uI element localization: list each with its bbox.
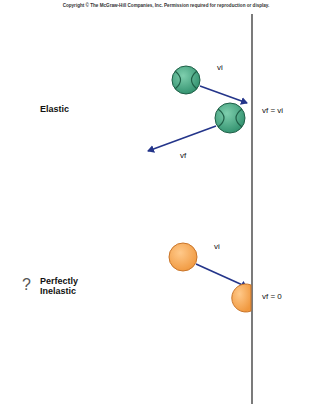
wall-line — [251, 14, 252, 404]
copyright-note: Copyright © The McGraw-Hill Companies, I… — [63, 3, 270, 8]
tennis-ball — [172, 66, 200, 94]
collision-type: Elastic — [40, 105, 69, 115]
velocity-label: vf — [180, 152, 186, 161]
velocity-relation: vf = vi — [262, 107, 283, 116]
clay-ball — [232, 284, 251, 312]
velocity-label: vi — [217, 64, 223, 73]
velocity-relation: vf = 0 — [262, 293, 282, 302]
velocity-arrow — [148, 126, 216, 151]
collision-type: Perfectly Inelastic — [40, 277, 88, 297]
velocity-arrow — [196, 264, 247, 287]
velocity-label: vi — [214, 243, 220, 252]
clay-ball — [169, 243, 197, 271]
tennis-ball — [215, 103, 245, 133]
velocity-arrow — [200, 86, 247, 103]
stray-mark: ? — [22, 276, 31, 294]
